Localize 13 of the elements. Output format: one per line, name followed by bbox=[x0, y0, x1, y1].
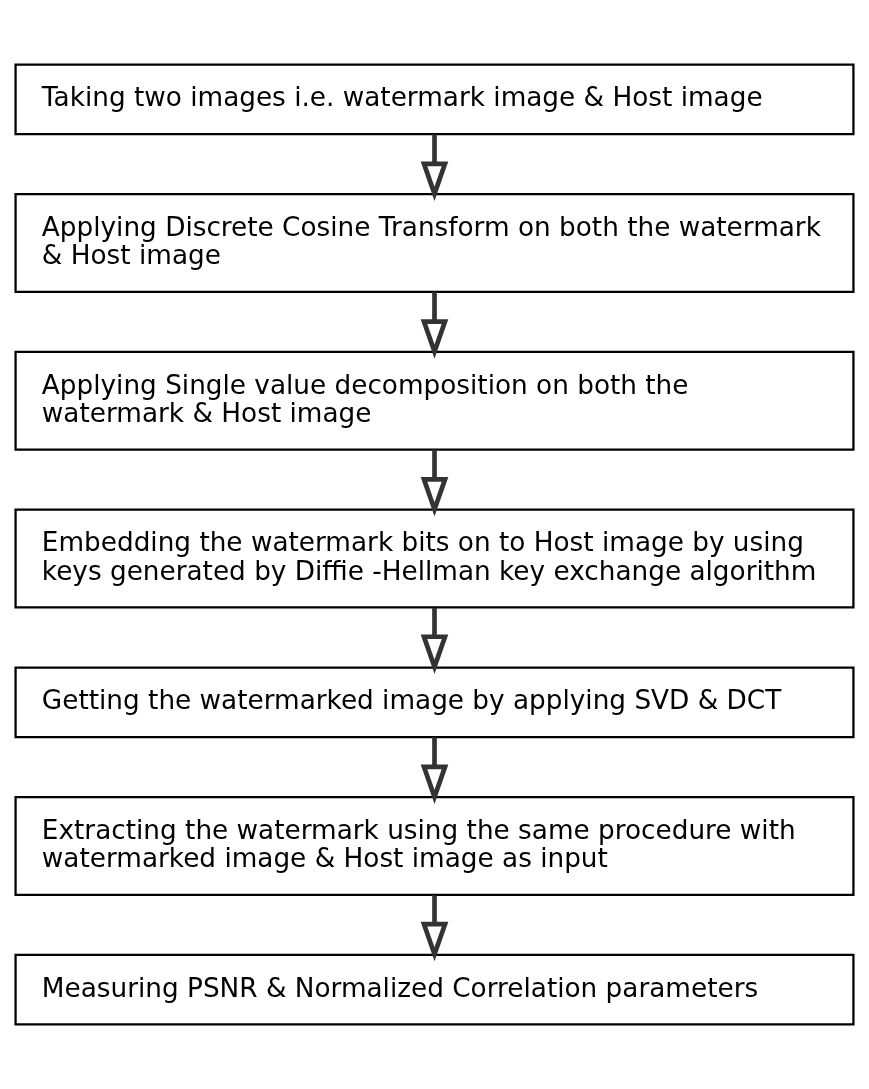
node-box: Applying Single value decomposition on both the watermark & Host image bbox=[14, 350, 855, 451]
node-box: Taking two images i.e. watermark image & Host image bbox=[14, 63, 855, 136]
arrow bbox=[420, 291, 449, 359]
node-box: Measuring PSNR & Normalized Correlation parameters bbox=[14, 953, 855, 1026]
node-box: Getting the watermarked image by applying SVD & DCT bbox=[14, 666, 855, 739]
node-box: Applying Discrete Cosine Transform on both the watermark & Host image bbox=[14, 193, 855, 293]
arrow bbox=[420, 737, 449, 805]
arrow bbox=[420, 134, 449, 201]
arrow bbox=[420, 449, 449, 517]
arrow bbox=[420, 895, 449, 962]
arrow bbox=[420, 607, 449, 674]
node-box: Extracting the watermark using the same procedure with watermarked image & Host image as input bbox=[14, 796, 855, 896]
node-box: Embedding the watermark bits on to Host image by using keys generated by Diffie -Hellman key exchange algorithm bbox=[14, 508, 855, 609]
